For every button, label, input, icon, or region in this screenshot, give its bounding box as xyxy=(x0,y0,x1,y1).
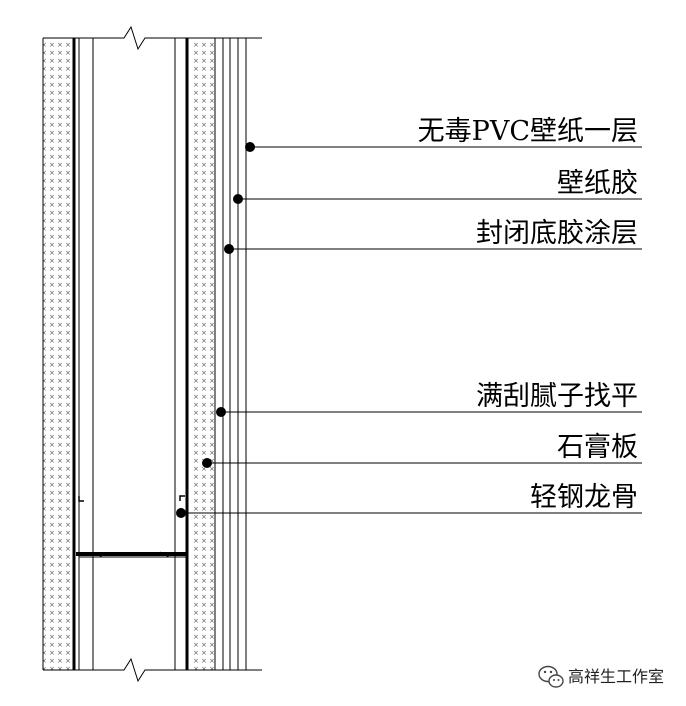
stud-clip-right xyxy=(179,495,185,501)
stud-cavity xyxy=(78,38,189,670)
leader-primer-coating xyxy=(224,244,642,254)
leader-light-steel-keel xyxy=(176,508,642,518)
leader-pvc-wallpaper xyxy=(245,142,642,152)
leader-gypsum-board xyxy=(202,458,642,468)
watermark: 高祥生工作室 xyxy=(538,665,664,688)
watermark-text: 高祥生工作室 xyxy=(568,667,664,686)
finish-layers xyxy=(222,38,247,670)
label-gypsum-board: 石膏板 xyxy=(557,432,638,463)
leader-putty-leveling xyxy=(216,407,642,417)
bottom-break-line xyxy=(43,657,262,683)
label-pvc-wallpaper: 无毒PVC壁纸一层 xyxy=(418,116,638,147)
label-putty-leveling: 满刮腻子找平 xyxy=(476,381,638,412)
right-gypsum-board xyxy=(190,38,216,670)
label-light-steel-keel: 轻钢龙骨 xyxy=(530,482,638,513)
leader-wallpaper-glue xyxy=(233,194,642,204)
stud-clip-left xyxy=(78,496,84,502)
left-gypsum-board xyxy=(42,38,76,670)
wechat-icon xyxy=(538,665,564,688)
top-break-line xyxy=(43,25,262,51)
label-wallpaper-glue: 壁纸胶 xyxy=(557,168,638,199)
label-primer-coating: 封闭底胶涂层 xyxy=(476,218,638,249)
keel-bottom-track xyxy=(76,551,188,558)
